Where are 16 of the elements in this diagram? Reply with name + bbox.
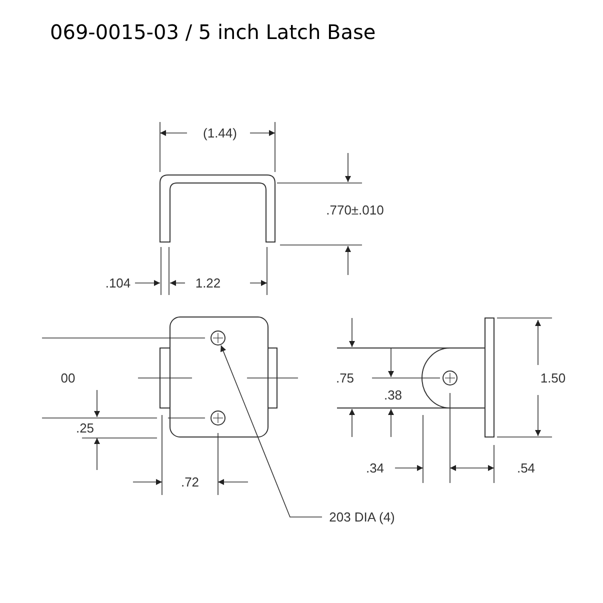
title: 069-0015-03 / 5 inch Latch Base [50,20,376,44]
dimension-label: .104 [105,276,131,290]
dimension-label: .54 [516,462,536,474]
dimension-label: 1.22 [195,276,221,290]
leader-line [220,345,322,518]
dimension-label: .34 [366,462,384,474]
dimension-label: 00 [60,372,76,384]
dimension-label: (1.44) [203,126,237,140]
dimension-label: .25 [76,422,94,434]
callout-text: 203 DIA (4) [329,510,395,524]
dimension-label: 1.50 [540,372,566,384]
dimension-label: .38 [384,388,402,402]
hole [210,330,226,346]
dimension-label: .72 [180,476,200,488]
dimension-label: .75 [336,372,354,384]
dimension-label: .770±.010 [326,204,384,216]
